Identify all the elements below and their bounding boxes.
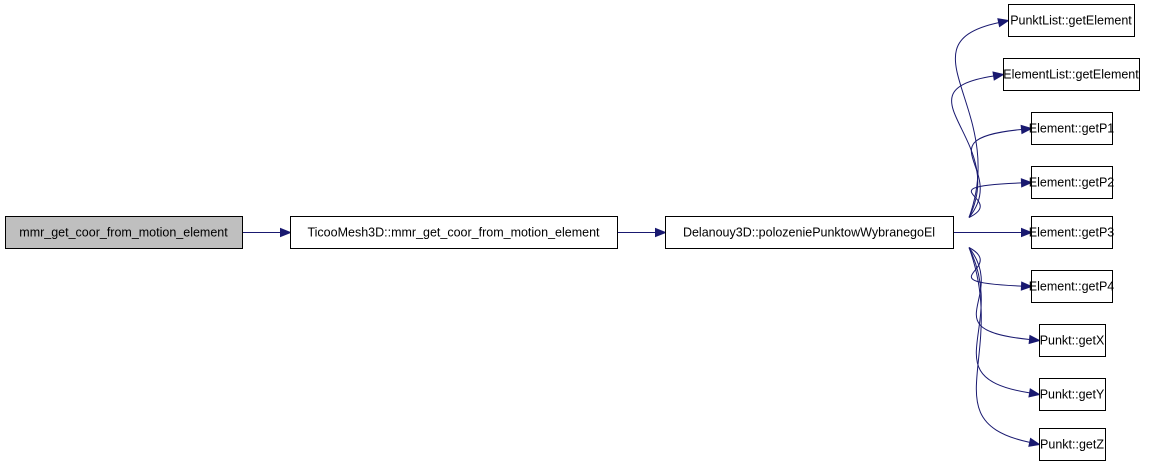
arrowhead [1028,388,1041,398]
node-p1[interactable]: Element::getP1 [1029,112,1115,145]
node-box [1039,428,1106,461]
edge-line [951,75,994,218]
edge-delan-to-gx [968,247,1041,345]
node-gx[interactable]: Punkt::getX [1039,324,1106,357]
arrowhead [1021,227,1033,238]
node-label: PunktList::getElement [1010,14,1132,28]
node-box [1039,378,1106,411]
nodes-layer: mmr_get_coor_from_motion_element TicooMes… [5,4,1140,461]
edges-layer [242,18,1041,447]
arrowhead [1028,334,1041,345]
node-delan[interactable]: Delanouy3D::polozeniePunktowWybranegoEl [665,216,954,249]
node-label: Punkt::getX [1040,334,1105,348]
edge-delan-to-p1 [968,124,1033,218]
node-gy[interactable]: Punkt::getY [1039,378,1106,411]
node-label: Element::getP4 [1029,280,1115,294]
arrowhead [997,18,1010,28]
node-box [290,216,618,249]
edge-line [968,247,1030,394]
node-ticoo[interactable]: TicooMesh3D::mmr_get_coor_from_motion_el… [290,216,618,249]
node-label: Punkt::getZ [1040,438,1104,452]
node-box [1031,112,1113,145]
node-box [665,216,954,249]
arrowhead [1020,124,1033,135]
node-label: Delanouy3D::polozeniePunktowWybranegoEl [683,226,935,240]
edge-delan-to-gz [968,247,1041,447]
node-p2[interactable]: Element::getP2 [1029,166,1115,199]
node-box [1031,270,1113,303]
edge-ticoo-to-delan [617,227,667,238]
node-p4[interactable]: Element::getP4 [1029,270,1115,303]
node-box [1003,58,1140,91]
edge-line [968,247,1030,340]
edge-delan-to-p4 [968,247,1033,291]
node-el[interactable]: ElementList::getElement [1003,58,1140,91]
node-p3[interactable]: Element::getP3 [1029,216,1115,249]
node-box [1031,166,1113,199]
node-label: mmr_get_coor_from_motion_element [19,226,228,240]
node-label: Element::getP1 [1029,122,1115,136]
arrowhead [992,71,1005,81]
node-box [5,216,243,249]
node-box [1008,4,1135,37]
arrowhead [1020,281,1033,291]
node-label: Element::getP2 [1029,176,1115,190]
edge-root-to-ticoo [242,227,292,238]
edge-delan-to-gy [968,247,1041,398]
edge-delan-to-p2 [968,178,1033,218]
node-label: Punkt::getY [1040,388,1105,402]
node-root[interactable]: mmr_get_coor_from_motion_element [5,216,243,249]
edge-delan-to-p3 [953,227,1033,238]
edge-line [968,247,1030,443]
arrowhead [1028,437,1041,447]
edge-delan-to-pl [954,18,1010,218]
node-label: TicooMesh3D::mmr_get_coor_from_motion_el… [307,226,600,240]
edge-delan-to-el [951,71,1005,218]
edge-line [968,128,1022,218]
arrowhead [1020,178,1033,188]
node-label: ElementList::getElement [1003,68,1139,82]
node-pl[interactable]: PunktList::getElement [1008,4,1135,37]
node-gz[interactable]: Punkt::getZ [1039,428,1106,461]
arrowhead [655,227,667,238]
node-box [1039,324,1106,357]
node-label: Element::getP3 [1029,226,1115,240]
node-box [1031,216,1113,249]
arrowhead [280,227,292,238]
edge-line [968,247,1022,287]
edge-line [968,182,1022,218]
